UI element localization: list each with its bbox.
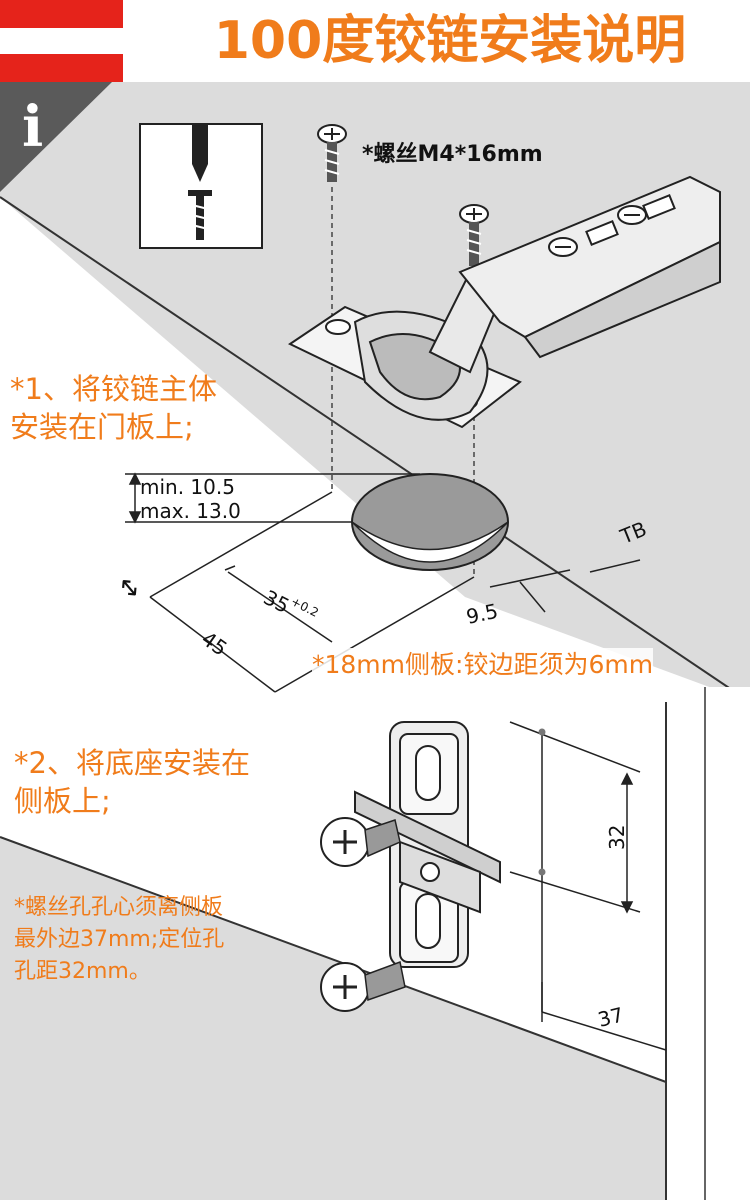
diagram-drawing: i: [0, 82, 750, 1200]
screwdriver-icon: [139, 123, 263, 249]
cup-hole-inner: [351, 521, 509, 563]
step1-line1: *1、将铰链主体: [10, 372, 217, 406]
flag-stripe-bottom: [0, 54, 123, 82]
screw-icon-2: [459, 204, 489, 266]
info-badge-icon: [0, 82, 112, 192]
locating-hole-bottom: [538, 868, 546, 876]
side-edge-line: [0, 836, 667, 1083]
door-edge-line: [0, 196, 750, 703]
dimension-37: 37: [595, 1002, 626, 1031]
header: 100度铰链安装说明: [0, 0, 750, 82]
mounting-plate: [354, 721, 501, 968]
screw-note: *螺丝M4*16mm: [362, 142, 543, 167]
diagram: i: [0, 82, 750, 1200]
step1-line2: 安装在门板上;: [10, 410, 194, 444]
side-panel-face: [0, 837, 666, 1200]
hole-note-line3: 孔距32mm。: [14, 959, 151, 984]
step2-line2: 侧板上;: [14, 784, 111, 818]
dimension-32: 32: [605, 825, 629, 850]
max-dimension: max. 13.0: [140, 499, 241, 523]
screw-icon-4: [320, 960, 406, 1012]
hole-note-line1: *螺丝孔孔心须离侧板: [14, 895, 224, 920]
side-note: *18mm侧板:铰边距须为6mm: [312, 648, 654, 682]
door-dimension-lines: [125, 472, 641, 693]
locating-hole-top: [538, 728, 546, 736]
info-glyph: i: [22, 94, 43, 160]
step2-line1: *2、将底座安装在: [14, 746, 250, 780]
page-title: 100度铰链安装说明: [213, 11, 687, 71]
hinge-body: [287, 175, 721, 429]
flag-stripe-middle: [0, 28, 123, 54]
screw-icon-3: [320, 817, 401, 867]
direction-arrow-icon: ↕: [112, 570, 148, 607]
side-dimension-lines: [509, 721, 667, 1051]
flag-stripe-top: [0, 0, 123, 28]
min-dimension: min. 10.5: [140, 475, 235, 499]
screw-icon: [317, 124, 347, 182]
dimension-9-5: 9.5: [464, 599, 500, 629]
hole-note-line2: 最外边37mm;定位孔: [14, 927, 225, 952]
